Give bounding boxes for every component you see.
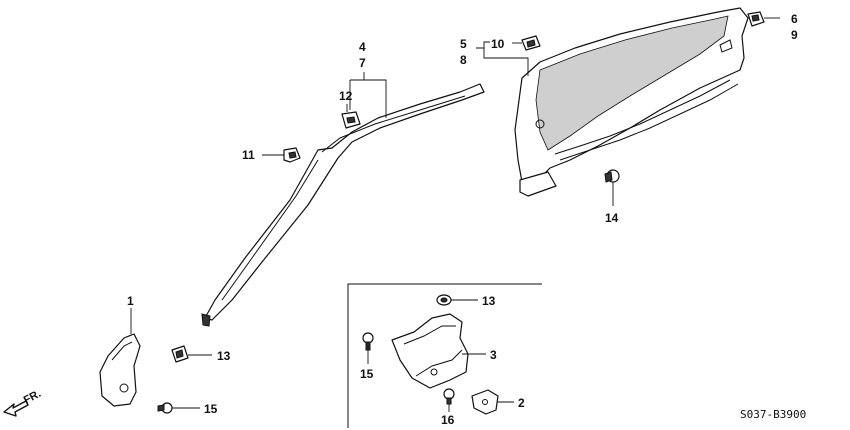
clip-11[interactable] [283, 147, 301, 163]
callout-16: 16 [441, 413, 455, 427]
callout-6: 6 [791, 12, 798, 26]
leader-lines [130, 17, 780, 412]
callout-13-inset: 13 [482, 294, 496, 308]
callout-2: 2 [518, 396, 525, 410]
callout-11: 11 [242, 148, 255, 162]
callout-4: 4 [359, 40, 366, 54]
front-pillar-garnish[interactable] [201, 83, 485, 327]
clip-13-lower[interactable] [171, 345, 189, 363]
callout-7: 7 [359, 56, 366, 70]
callout-labels: 4 7 12 11 5 8 10 6 9 14 1 13 15 13 3 15 … [127, 12, 798, 427]
diagram-code: S037-B3900 [740, 408, 806, 421]
clip-6-9[interactable] [747, 11, 765, 27]
clip-13-inset[interactable] [436, 294, 452, 306]
callout-3: 3 [490, 348, 497, 362]
front-label: FR. [22, 388, 43, 407]
callout-15-inset: 15 [360, 367, 374, 381]
screw-15-lower[interactable] [157, 402, 173, 414]
callout-8: 8 [460, 53, 467, 67]
kick-panel-1[interactable] [99, 333, 141, 407]
rear-pillar-trim[interactable] [514, 7, 749, 197]
callout-13-lower: 13 [217, 349, 231, 363]
screw-16[interactable] [443, 388, 455, 405]
clip-12[interactable] [341, 111, 361, 129]
callout-12: 12 [339, 89, 353, 103]
callout-9: 9 [791, 28, 798, 42]
front-direction-arrow-icon: FR. [3, 388, 43, 417]
screw-14[interactable] [604, 169, 620, 183]
callout-15-lower: 15 [204, 402, 218, 416]
inset-frame [347, 283, 542, 428]
callout-5: 5 [460, 37, 467, 51]
bracket-2[interactable] [471, 389, 499, 415]
callout-1: 1 [127, 294, 134, 308]
callout-14: 14 [605, 211, 619, 225]
bracket-3[interactable] [391, 313, 469, 389]
callout-10: 10 [491, 37, 505, 51]
clip-10[interactable] [521, 35, 541, 51]
